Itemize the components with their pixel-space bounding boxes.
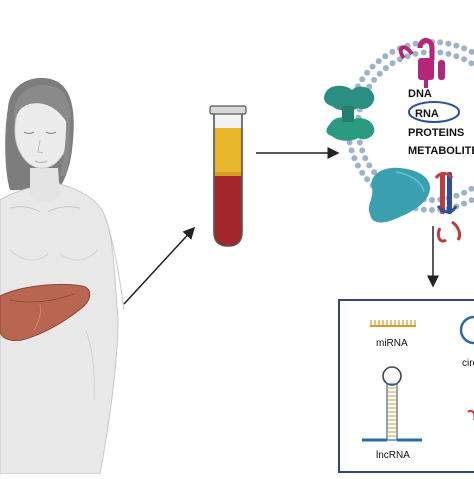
label-dna: DNA [408,88,432,100]
label-rna: RNA [415,108,439,120]
label-proteins: PROTEINS [408,127,464,139]
lncrna-icon [362,366,422,442]
blood-tube-icon [209,105,247,247]
mirna-icon [370,320,416,327]
receptor-protein-icon [398,38,445,88]
liver-icon [0,284,91,341]
label-metabolites: METABOLITES [408,145,474,157]
partial-rna-icon [467,409,474,420]
arrow-to-blood-tube [123,226,196,305]
membrane-protein-teal-icon [368,167,430,223]
transmembrane-protein-icon [434,172,462,243]
membrane-protein-green-icon [324,85,375,141]
woman-figure [0,77,125,475]
label-mirna: miRNA [376,338,408,349]
rna-types-box: miRNA circRNA lncRNA [338,299,474,473]
rna-highlight-ellipse [408,101,460,123]
circrna-icon [459,315,474,345]
cargo-labels: DNA RNA PROTEINS METABOLITES [408,88,474,157]
label-circrna: circRNA [462,358,474,369]
label-lncrna: lncRNA [376,450,410,461]
